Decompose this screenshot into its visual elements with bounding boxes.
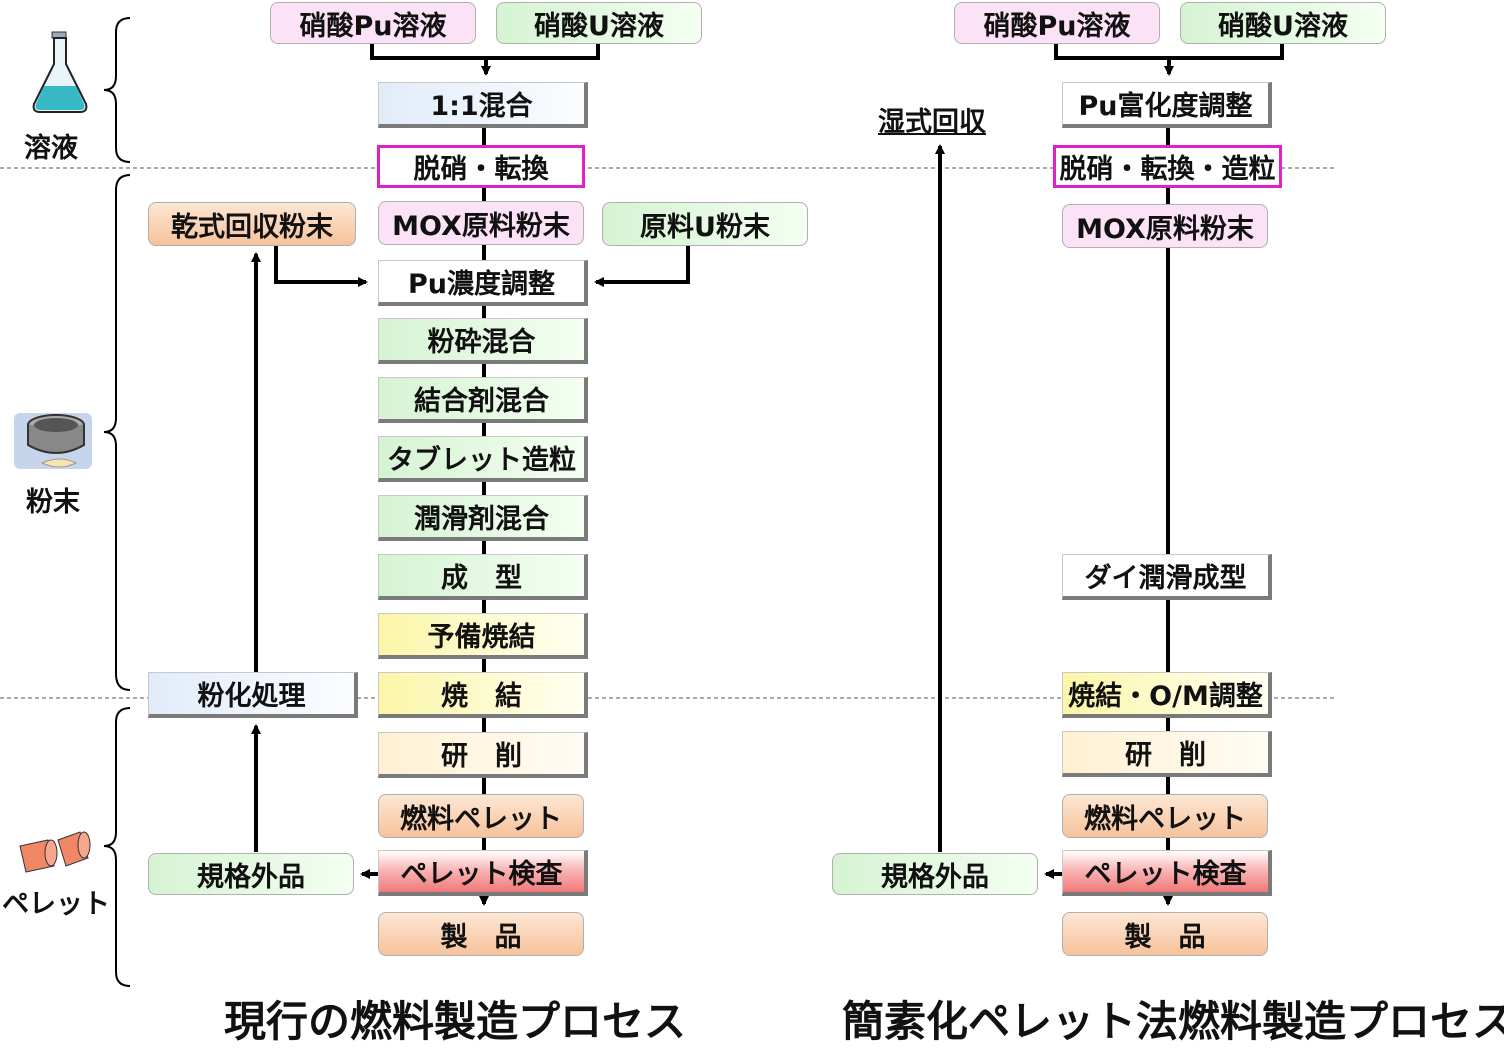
simplified-offspec: 規格外品 — [832, 853, 1038, 895]
current-mox-powder: MOX原料粉末 — [378, 201, 584, 245]
simplified-die-lub: ダイ潤滑成型 — [1062, 554, 1272, 600]
current-u-nitrate: 硝酸U溶液 — [496, 2, 702, 44]
simplified-sinter-om: 焼結・O/M調整 — [1062, 672, 1272, 718]
current-raw-u: 原料U粉末 — [602, 202, 808, 246]
current-pulverize: 粉化処理 — [148, 672, 358, 718]
simplified-product: 製 品 — [1062, 912, 1268, 956]
simplified-pu-enrich: Pu富化度調整 — [1062, 82, 1272, 128]
stage-pellet: ペレット — [2, 889, 110, 920]
current-grinding: 研 削 — [378, 732, 588, 778]
current-denitration: 脱硝・転換 — [377, 145, 585, 188]
simplified-denit-gran: 脱硝・転換・造粒 — [1053, 145, 1282, 188]
current-sinter: 焼 結 — [378, 672, 588, 718]
current-product: 製 品 — [378, 912, 584, 956]
current-granulation: タブレット造粒 — [378, 436, 588, 482]
pellet-icon — [19, 831, 91, 873]
current-inspection: ペレット検査 — [378, 850, 588, 896]
stage-powder: 粉末 — [26, 487, 80, 518]
simplified-wet-recovery: 湿式回収 — [878, 107, 986, 138]
current-fuel-pellet: 燃料ペレット — [378, 794, 584, 838]
simplified-fuel-pellet: 燃料ペレット — [1062, 794, 1268, 838]
current-mix: 1:1混合 — [378, 82, 588, 128]
current-binder-mix: 結合剤混合 — [378, 377, 588, 423]
current-offspec: 規格外品 — [148, 853, 354, 895]
sieve-icon — [14, 413, 92, 469]
current-lubricant-mix: 潤滑剤混合 — [378, 495, 588, 541]
current-dry-recovery: 乾式回収粉末 — [148, 202, 356, 246]
current-forming: 成 型 — [378, 554, 588, 600]
simplified-mox-powder: MOX原料粉末 — [1062, 204, 1268, 248]
simplified-process-title: 簡素化ペレット法燃料製造プロセス — [842, 997, 1504, 1046]
simplified-u-nitrate: 硝酸U溶液 — [1180, 2, 1386, 44]
flask-icon — [32, 31, 88, 113]
simplified-inspection: ペレット検査 — [1062, 850, 1272, 896]
current-crush-mix: 粉砕混合 — [378, 318, 588, 364]
simplified-grinding: 研 削 — [1062, 731, 1272, 777]
current-pu-adjust: Pu濃度調整 — [378, 260, 588, 306]
stage-solution: 溶液 — [24, 133, 78, 164]
current-process-title: 現行の燃料製造プロセス — [224, 997, 687, 1046]
current-pu-nitrate: 硝酸Pu溶液 — [270, 2, 476, 44]
simplified-pu-nitrate: 硝酸Pu溶液 — [954, 2, 1160, 44]
current-presinter: 予備焼結 — [378, 613, 588, 659]
